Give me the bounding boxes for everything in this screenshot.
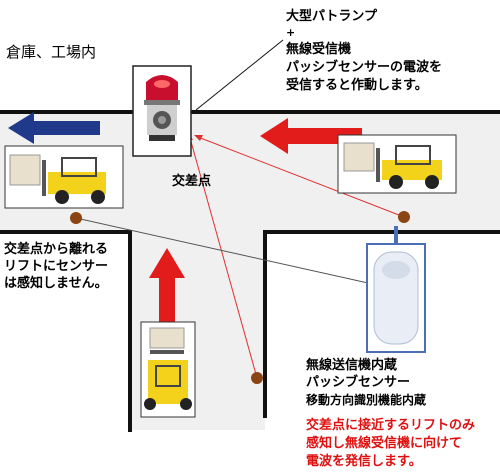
sensor-dot-left bbox=[70, 212, 82, 224]
away-note-line2: リフトにセンサー bbox=[4, 259, 109, 274]
passive-sensor-icon bbox=[366, 226, 426, 353]
right-wall bbox=[263, 230, 500, 418]
left-wall bbox=[0, 230, 132, 432]
away-leader-line bbox=[75, 217, 369, 284]
approach-note-line1: 交差点に接近するリフトのみ bbox=[306, 418, 476, 433]
warning-lamp-icon bbox=[132, 65, 192, 157]
away-note-line3: は感知しません。 bbox=[4, 276, 108, 291]
sensor-dot-right bbox=[398, 211, 410, 223]
approach-note-line2: 感知し無線受信機に向けて bbox=[306, 436, 463, 451]
approach-arrow-bottom-icon bbox=[149, 248, 185, 323]
intersection-label: 交差点 bbox=[172, 174, 212, 189]
sensor-line1: 無線送信機内蔵 bbox=[306, 358, 398, 373]
lamp-title: 大型パトランプ bbox=[286, 9, 378, 24]
forklift-right-icon bbox=[337, 134, 457, 194]
approach-note-line3: 電波を発信します。 bbox=[306, 454, 422, 469]
sensor-line2: パッシブセンサー bbox=[306, 375, 411, 390]
signal-line-right bbox=[197, 136, 405, 218]
sensor-line3: 移動方向識別機能内蔵 bbox=[306, 393, 427, 407]
signal-arrowhead-right bbox=[194, 135, 203, 141]
away-arrow-icon bbox=[8, 112, 100, 144]
lamp-plus: + bbox=[286, 26, 296, 39]
sensor-dot-bottom bbox=[251, 372, 263, 384]
forklift-left-icon bbox=[4, 145, 124, 209]
signal-line-bottom bbox=[189, 137, 258, 379]
away-note-line1: 交差点から離れる bbox=[4, 242, 109, 257]
lamp-desc-line2: 受信すると作動します。 bbox=[286, 78, 428, 93]
lamp-receiver: 無線受信機 bbox=[286, 42, 352, 57]
lamp-desc-line1: パッシブセンサーの電波を bbox=[286, 60, 443, 75]
forklift-bottom-icon bbox=[140, 321, 196, 418]
lamp-leader-line bbox=[195, 39, 284, 111]
area-label: 倉庫、工場内 bbox=[6, 43, 97, 61]
